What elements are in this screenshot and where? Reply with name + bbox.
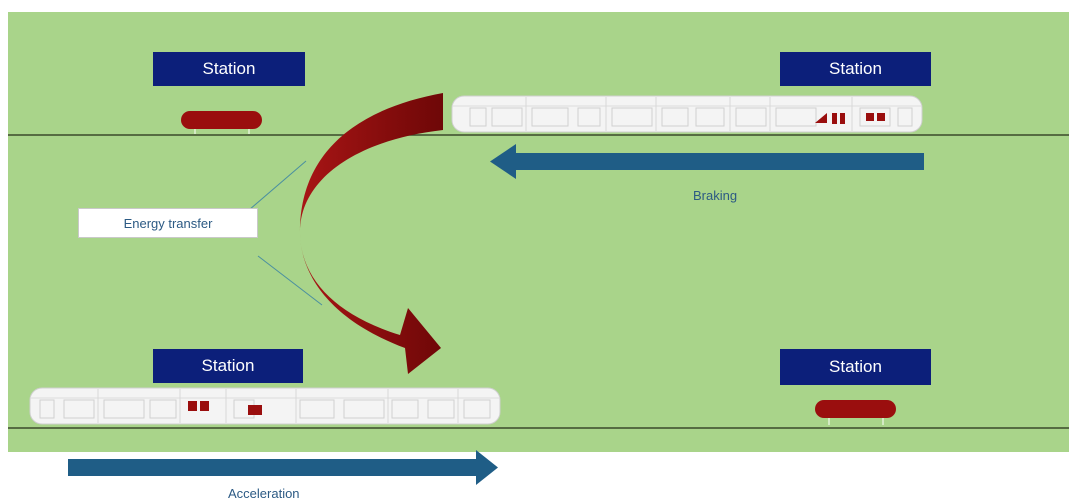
acceleration-label: Acceleration: [228, 486, 300, 501]
waiting-train-bottom-right: [815, 400, 896, 425]
station-sign-bottom-right: Station: [780, 349, 931, 385]
energy-transfer-label: Energy transfer: [78, 208, 258, 238]
accelerating-tram: [29, 387, 501, 425]
station-sign-top-left: Station: [153, 52, 305, 86]
braking-label: Braking: [693, 188, 738, 203]
waiting-train-top-left: [181, 111, 262, 134]
braking-arrow: [490, 144, 924, 179]
station-sign-bottom-left: Station: [153, 349, 303, 383]
braking-tram: [451, 95, 923, 133]
pointer-line-upper: [241, 160, 307, 217]
energy-transfer-arrow: [300, 93, 443, 374]
pointer-line-lower: [257, 255, 323, 306]
station-sign-top-right: Station: [780, 52, 931, 86]
acceleration-arrow: [68, 450, 498, 485]
